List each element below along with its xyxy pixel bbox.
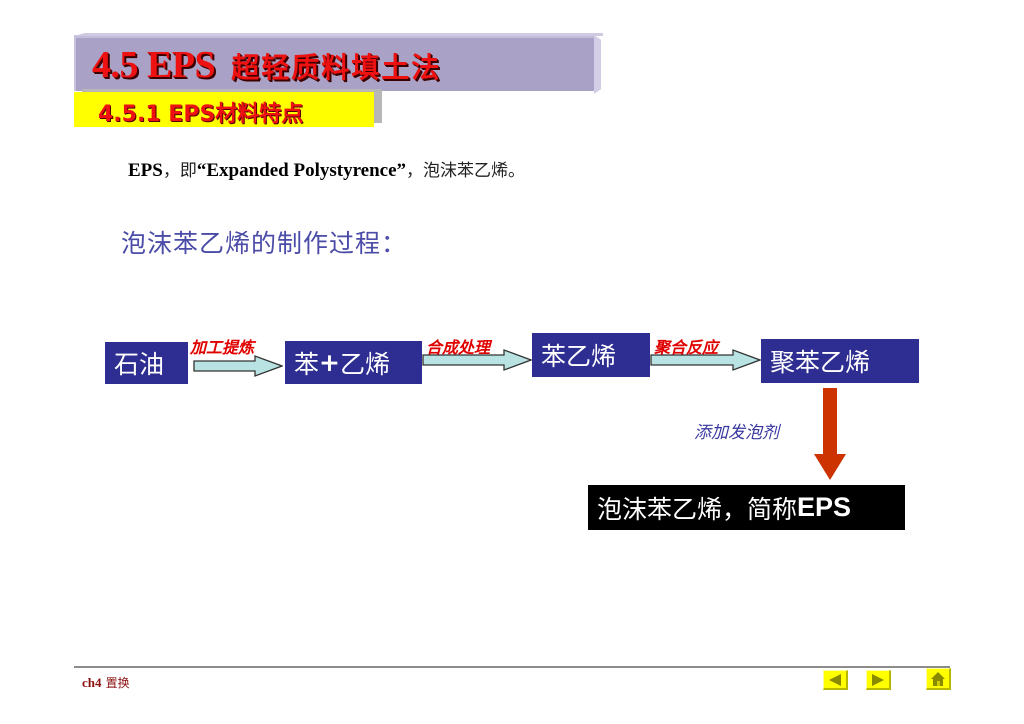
footer-divider	[74, 666, 950, 668]
flow-node-benzene-ethylene: 苯+乙烯	[285, 341, 422, 384]
result-label-cn: 泡沫苯乙烯，简称	[597, 494, 798, 524]
subtitle-text: 4.5.1 EPS材料特点	[98, 102, 304, 127]
slide-title-banner: 4.5 EPS 超轻质料填土法	[74, 35, 594, 91]
title-chinese: 超轻质料填土法	[231, 51, 442, 84]
intro-english: “Expanded Polystyrence”	[196, 160, 407, 181]
intro-sep1: ，即	[162, 161, 197, 181]
triangle-right-icon	[872, 673, 884, 686]
section-heading: 泡沫苯乙烯的制作过程：	[121, 229, 408, 258]
node-label: 石油	[114, 350, 165, 379]
right-arrow-icon	[650, 349, 761, 371]
intro-chinese: 泡沫苯乙烯。	[423, 161, 526, 181]
down-arrow-icon	[814, 388, 846, 484]
flow-node-polystyrene: 聚苯乙烯	[761, 339, 919, 383]
arrow-label-refining: 加工提炼	[190, 338, 255, 357]
node-label-a: 苯	[294, 349, 320, 379]
subtitle-banner: 4.5.1 EPS材料特点	[74, 92, 374, 127]
title-number: 4.5 EPS	[92, 44, 216, 86]
flow-node-styrene: 苯乙烯	[532, 333, 650, 377]
down-arrow-label: 添加发泡剂	[694, 423, 779, 443]
footer-chapter-number: ch4	[82, 675, 102, 690]
node-label-b: 乙烯	[339, 349, 390, 379]
intro-sep2: ，	[406, 161, 424, 181]
footer-chapter: ch4 置换	[82, 674, 130, 691]
result-label-en: EPS	[797, 492, 852, 522]
slide-title: 4.5 EPS 超轻质料填土法	[92, 43, 441, 87]
intro-term: EPS	[128, 160, 163, 181]
previous-slide-button[interactable]	[823, 670, 848, 690]
intro-definition: EPS，即“Expanded Polystyrence”，泡沫苯乙烯。	[128, 156, 525, 182]
node-label-plus: +	[319, 348, 340, 377]
flow-node-petroleum: 石油	[105, 342, 188, 384]
node-label: 苯乙烯	[541, 342, 617, 371]
arrow-label-polymerization: 聚合反应	[654, 338, 719, 357]
triangle-left-icon	[829, 673, 841, 686]
right-arrow-icon	[193, 355, 283, 377]
right-arrow-icon	[422, 349, 532, 371]
home-icon	[931, 671, 945, 686]
footer-chapter-title: 置换	[105, 676, 130, 690]
arrow-label-synthesis: 合成处理	[426, 338, 491, 357]
node-label: 聚苯乙烯	[770, 348, 871, 377]
next-slide-button[interactable]	[866, 670, 891, 690]
home-button[interactable]	[926, 668, 951, 690]
